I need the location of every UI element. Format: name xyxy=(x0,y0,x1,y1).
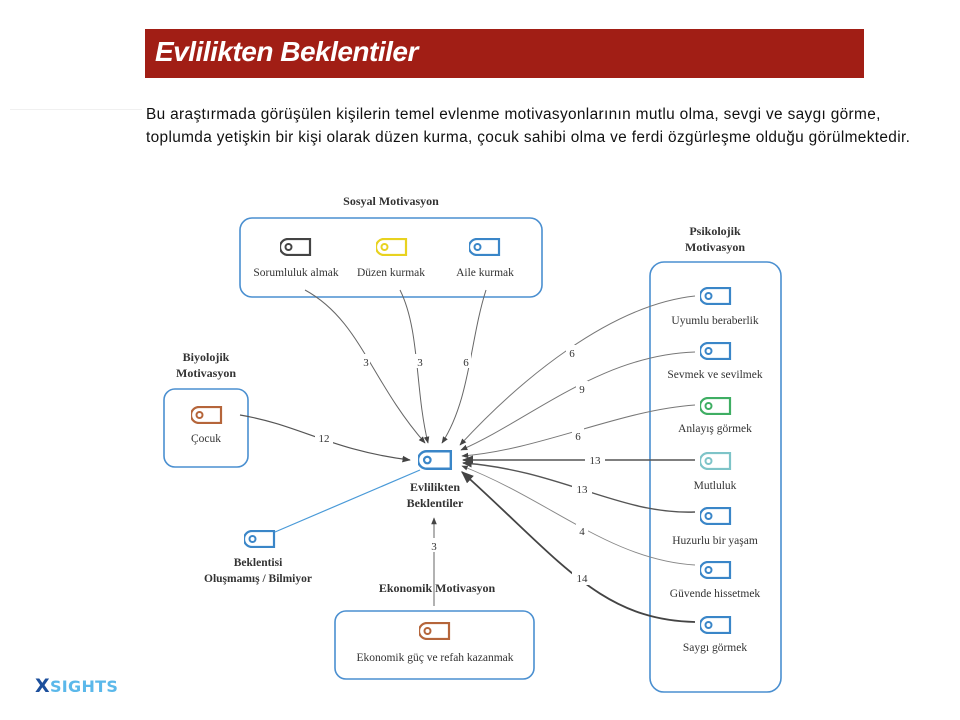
count-duzen: 3 xyxy=(417,357,423,369)
sorumluluk-tag-icon xyxy=(280,238,312,256)
psikolojik-group-box xyxy=(649,261,782,693)
intro-paragraph: Bu araştırmada görüşülen kişilerin temel… xyxy=(146,106,911,146)
arrow-sevmek xyxy=(460,351,696,451)
psikolojik-item-saygi: Saygı görmek xyxy=(683,642,747,654)
anlayis-tag-icon xyxy=(700,397,732,415)
center-tag-icon xyxy=(418,450,453,470)
biyolojik-group-title-1: Biyolojik xyxy=(183,350,230,364)
beklentisi-label-2: Oluşmamış / Bilmiyor xyxy=(204,573,312,585)
sosyal-item-duzen: Düzen kurmak xyxy=(357,267,425,279)
psikolojik-items: Uyumlu beraberlik Sevmek ve sevilmek Anl… xyxy=(667,287,763,654)
count-sorumluluk: 3 xyxy=(363,357,369,369)
sevmek-tag-icon xyxy=(700,342,732,360)
uyumlu-tag-icon xyxy=(700,287,732,305)
beklentisi-tag-icon xyxy=(244,530,276,548)
link-beklentisi xyxy=(274,469,421,533)
page-title: Evlilikten Beklentiler xyxy=(155,36,418,67)
count-uyumlu: 6 xyxy=(569,348,575,360)
title-bar: Evlilikten Beklentiler xyxy=(145,29,864,78)
psikolojik-item-anlayis: Anlayış görmek xyxy=(678,423,752,435)
ekonomik-tag-icon xyxy=(419,622,451,640)
ekonomik-item-label: Ekonomik güç ve refah kazanmak xyxy=(356,652,513,664)
guvende-tag-icon xyxy=(700,561,732,579)
count-saygi: 14 xyxy=(577,573,589,585)
psikolojik-item-uyumlu: Uyumlu beraberlik xyxy=(671,315,758,327)
arrow-guvende xyxy=(461,465,696,566)
sosyal-item-aile: Aile kurmak xyxy=(456,267,514,279)
arrow-aile xyxy=(441,289,487,444)
psikolojik-item-mutluluk: Mutluluk xyxy=(694,480,737,492)
center-label-2: Beklentiler xyxy=(407,496,464,510)
duzen-tag-icon xyxy=(376,238,408,256)
arrow-uyumlu xyxy=(459,295,696,446)
huzurlu-tag-icon xyxy=(700,507,732,525)
xsights-logo: XSIGHTS xyxy=(35,675,119,697)
faint-divider xyxy=(10,109,142,110)
psikolojik-item-guvende: Güvende hissetmek xyxy=(670,588,761,600)
psikolojik-item-huzurlu: Huzurlu bir yaşam xyxy=(672,535,758,547)
count-cocuk: 12 xyxy=(319,433,330,445)
psikolojik-group-title-2: Motivasyon xyxy=(685,240,745,254)
ekonomik-group-title: Ekonomik Motivasyon xyxy=(379,581,496,595)
biyolojik-group-box xyxy=(163,388,249,468)
aile-tag-icon xyxy=(469,238,501,256)
biyolojik-group-title-2: Motivasyon xyxy=(176,366,236,380)
mutluluk-tag-icon xyxy=(700,452,732,470)
ekonomik-group-box xyxy=(334,610,535,680)
count-mutluluk: 13 xyxy=(590,455,602,467)
center-label-1: Evlilikten xyxy=(410,480,460,494)
count-aile: 6 xyxy=(463,357,469,369)
count-sevmek: 9 xyxy=(579,384,585,396)
count-ekonomik: 3 xyxy=(431,541,437,553)
psikolojik-item-sevmek: Sevmek ve sevilmek xyxy=(667,369,762,381)
biyolojik-item-cocuk: Çocuk xyxy=(191,433,221,445)
beklentisi-label-1: Beklentisi xyxy=(234,557,283,569)
count-guvende: 4 xyxy=(579,526,585,538)
sosyal-item-sorumluluk: Sorumluluk almak xyxy=(253,267,339,279)
count-huzurlu: 13 xyxy=(577,484,589,496)
psikolojik-group-title-1: Psikolojik xyxy=(689,224,741,238)
sosyal-group-box xyxy=(239,217,543,298)
cocuk-tag-icon xyxy=(191,406,223,424)
saygi-tag-icon xyxy=(700,616,732,634)
sosyal-group-title: Sosyal Motivasyon xyxy=(343,194,439,208)
count-anlayis: 6 xyxy=(575,431,581,443)
